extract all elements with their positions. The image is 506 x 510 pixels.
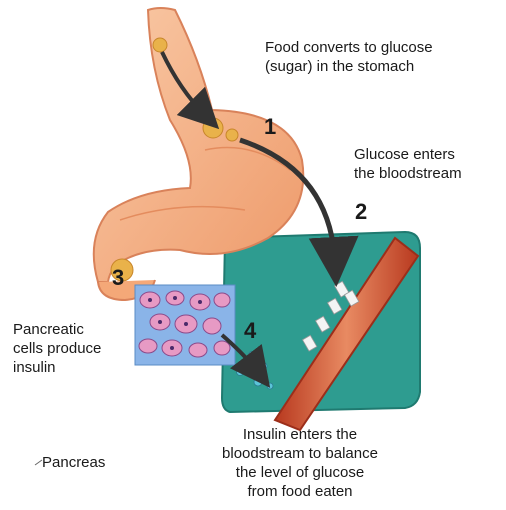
label-step-4: Insulin enters the bloodstream to balanc… (200, 425, 400, 501)
label-step-2: Glucose enters the bloodstream (354, 145, 462, 183)
food-particle (226, 129, 238, 141)
label-step-3: Pancreatic cells produce insulin (13, 320, 101, 377)
step-number-4: 4 (244, 318, 256, 344)
food-particle (203, 118, 223, 138)
pancreas-leader (35, 460, 42, 465)
step-number-3: 3 (112, 265, 124, 291)
label-pancreas: Pancreas (42, 453, 105, 472)
step-number-1: 1 (264, 114, 276, 140)
label-step-1: Food converts to glucose (sugar) in the … (265, 38, 433, 76)
food-particle (153, 38, 167, 52)
step-number-2: 2 (355, 199, 367, 225)
